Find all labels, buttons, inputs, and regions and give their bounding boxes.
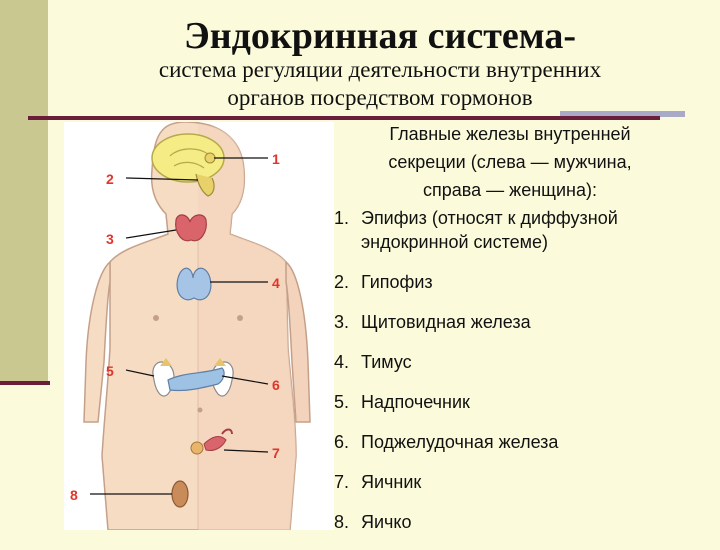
list-item-number: 8.: [334, 512, 350, 532]
list-item-text: Яичник: [361, 472, 422, 492]
list-item: 3. Щитовидная железа: [334, 310, 704, 334]
marker-5: 5: [106, 363, 114, 379]
slide-title: Эндокринная система-: [183, 15, 577, 57]
gland-list-intro: Главные железы внутренней секреции (слев…: [350, 120, 670, 204]
list-item-number: 5.: [334, 392, 350, 412]
thymus-gland-icon: [176, 267, 212, 301]
endocrine-body-illustration: 1 2 3 4 5 6 7 8: [64, 122, 334, 530]
thyroid-gland-icon: [175, 214, 207, 242]
list-item-text: Эпифиз (относят к диффузной эндокринной …: [361, 208, 618, 252]
title-rule-accent: [560, 111, 685, 117]
marker-7: 7: [272, 445, 280, 461]
marker-1: 1: [272, 151, 280, 167]
list-item-number: 6.: [334, 432, 350, 452]
list-item-number: 7.: [334, 472, 350, 492]
marker-3: 3: [106, 231, 114, 247]
slide-subtitle: система регуляции деятельности внутренни…: [90, 56, 670, 112]
pineal-gland-icon: [204, 152, 216, 164]
list-item: 1. Эпифиз (относят к диффузной эндокринн…: [334, 206, 704, 254]
gland-list: 1. Эпифиз (относят к диффузной эндокринн…: [334, 206, 704, 550]
list-item: 2. Гипофиз: [334, 270, 704, 294]
marker-2: 2: [106, 171, 114, 187]
left-accent-bar: [0, 0, 48, 383]
marker-6: 6: [272, 377, 280, 393]
testis-icon: [171, 480, 189, 508]
subtitle-line-2: органов посредством гормонов: [227, 85, 533, 110]
list-item: 4. Тимус: [334, 350, 704, 374]
marker-4: 4: [272, 275, 280, 291]
list-item: 6. Поджелудочная железа: [334, 430, 704, 454]
ovary-icon: [190, 428, 233, 455]
title-rule: [28, 116, 660, 120]
list-item-text: Тимус: [361, 352, 412, 372]
pancreas-gland-icon: [167, 367, 225, 392]
list-item: 5. Надпочечник: [334, 390, 704, 414]
list-item: 8. Яичко: [334, 510, 704, 534]
list-item-text: Надпочечник: [361, 392, 470, 412]
list-item-text: Поджелудочная железа: [361, 432, 559, 452]
leader-lines: [90, 157, 269, 495]
subtitle-line-1: система регуляции деятельности внутренни…: [158, 57, 602, 82]
list-item-text: Щитовидная железа: [361, 312, 531, 332]
brain-icon: [151, 133, 225, 183]
pituitary-gland-icon: [195, 173, 215, 197]
list-item-text: Яичко: [361, 512, 412, 532]
list-item-number: 4.: [334, 352, 350, 372]
list-item-text: Гипофиз: [361, 272, 433, 292]
left-accent-line: [0, 381, 50, 385]
intro-line-1: Главные железы внутренней: [389, 124, 631, 144]
body-silhouette: [83, 122, 311, 530]
list-item-number: 3.: [334, 312, 350, 332]
intro-line-3: справа — женщина):: [423, 180, 597, 200]
list-item: 7. Яичник: [334, 470, 704, 494]
marker-labels: 1 2 3 4 5 6 7 8: [70, 151, 280, 503]
list-item-number: 1.: [334, 208, 350, 228]
body-diagram: 1 2 3 4 5 6 7 8: [70, 122, 311, 530]
intro-line-2: секреции (слева — мужчина,: [388, 152, 632, 172]
marker-8: 8: [70, 487, 78, 503]
list-item-number: 2.: [334, 272, 350, 292]
